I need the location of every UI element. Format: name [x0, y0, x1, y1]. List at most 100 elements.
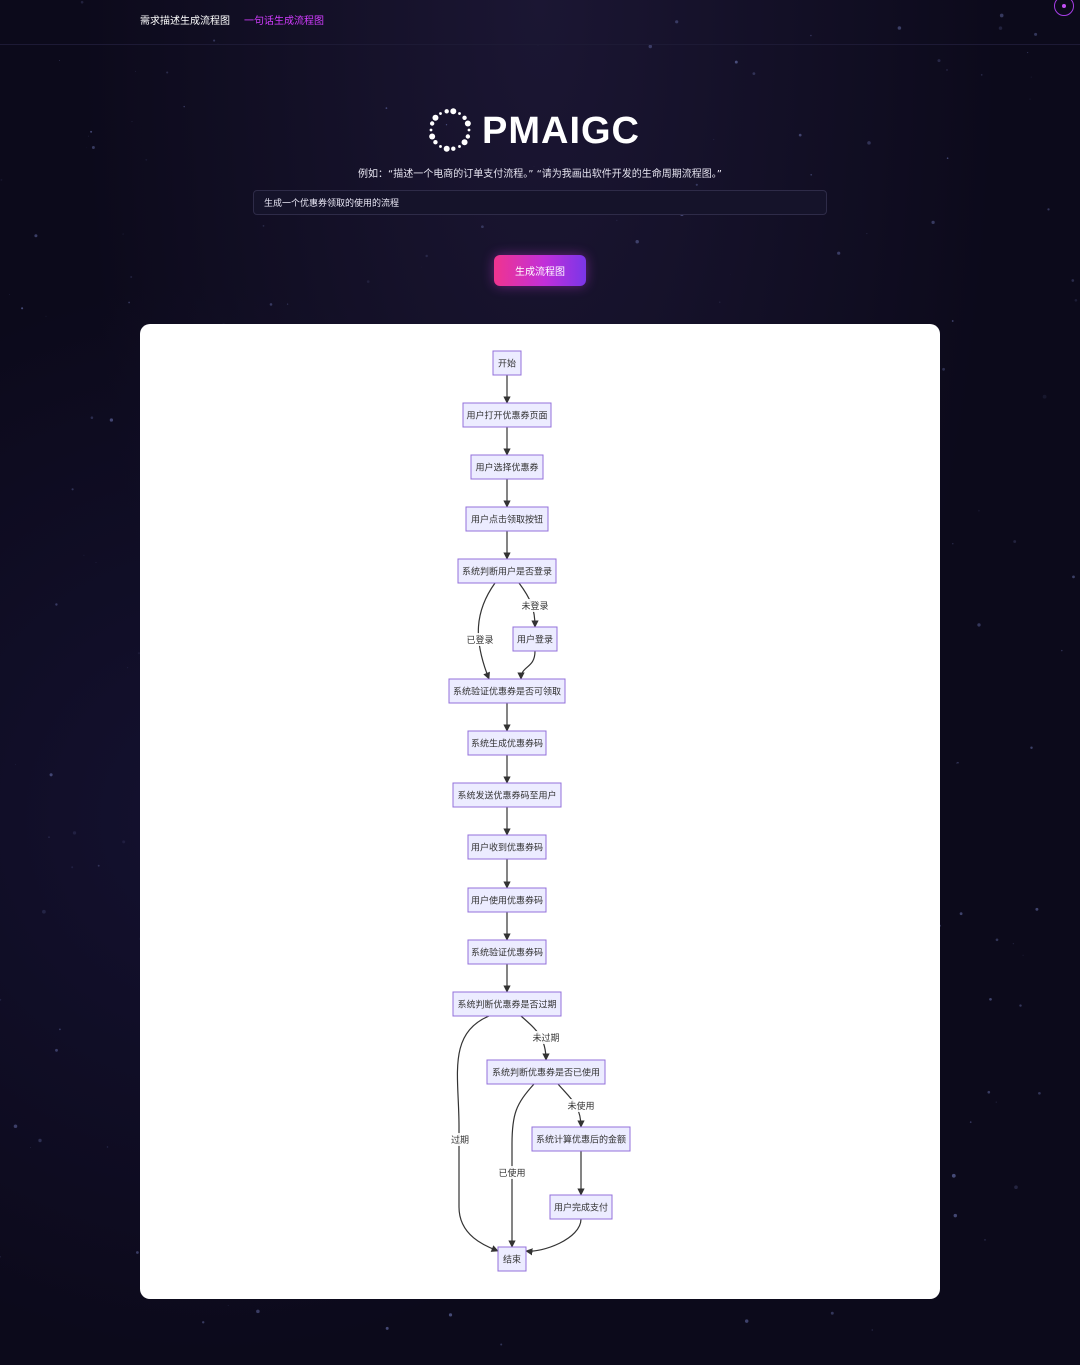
- star: [1038, 1091, 1041, 1095]
- tab-requirement-to-flowchart[interactable]: 需求描述生成流程图: [140, 16, 230, 27]
- star: [946, 69, 948, 71]
- flow-node-box: [467, 939, 547, 965]
- logo-dot: [462, 115, 467, 120]
- star: [71, 866, 74, 869]
- flow-node-verifyClaim[interactable]: 系统验证优惠券是否可领取: [448, 678, 566, 704]
- user-circle-icon[interactable]: [1054, 0, 1074, 16]
- flow-node-login[interactable]: 用户登录: [512, 626, 558, 652]
- prompt-input[interactable]: [253, 190, 827, 215]
- star: [49, 773, 53, 777]
- star: [995, 938, 999, 942]
- star: [42, 909, 46, 914]
- flow-node-checkLogin[interactable]: 系统判断用户是否登录: [457, 558, 557, 584]
- flow-node-label: 用户点击领取按钮: [471, 514, 543, 526]
- star: [744, 1319, 749, 1323]
- flowchart-canvas: 已登录未登录过期未过期已使用未使用 开始用户打开优惠券页面用户选择优惠券用户点击…: [140, 324, 940, 1299]
- flow-node-box: [549, 1194, 613, 1220]
- flow-node-start[interactable]: 开始: [492, 350, 522, 376]
- star: [137, 652, 141, 655]
- edge-label-bg: [530, 1031, 562, 1044]
- star: [227, 1305, 229, 1307]
- star: [957, 761, 959, 764]
- star: [72, 831, 77, 835]
- star: [810, 34, 812, 37]
- logo-dot: [465, 134, 471, 139]
- flow-node-receive[interactable]: 用户收到优惠券码: [467, 834, 547, 860]
- flow-node-use[interactable]: 用户使用优惠券码: [467, 887, 547, 913]
- star: [131, 121, 133, 123]
- star: [262, 225, 265, 227]
- star: [931, 220, 935, 225]
- star: [648, 44, 653, 49]
- edge-label: 未登录: [521, 600, 548, 612]
- generate-flowchart-button[interactable]: 生成流程图: [494, 255, 586, 286]
- star: [1013, 540, 1017, 543]
- flow-node-box: [531, 1126, 631, 1152]
- star: [425, 254, 428, 258]
- star: [421, 266, 422, 268]
- star: [998, 26, 1003, 30]
- star: [871, 1329, 873, 1331]
- flow-node-box: [467, 887, 547, 913]
- star: [122, 233, 124, 235]
- star: [1047, 208, 1050, 211]
- star: [83, 554, 85, 556]
- star: [951, 1173, 956, 1178]
- flow-node-label: 用户收到优惠券码: [471, 842, 543, 854]
- flow-node-checkUsed[interactable]: 系统判断优惠券是否已使用: [486, 1059, 606, 1085]
- flow-node-box: [492, 350, 522, 376]
- flow-node-verifyCode[interactable]: 系统验证优惠券码: [467, 939, 547, 965]
- flow-node-checkExpire[interactable]: 系统判断优惠券是否过期: [452, 991, 562, 1017]
- star: [0, 998, 2, 1001]
- star: [810, 173, 813, 176]
- star: [718, 301, 721, 304]
- star: [15, 764, 16, 765]
- star: [45, 315, 47, 318]
- flow-node-open[interactable]: 用户打开优惠券页面: [462, 402, 552, 428]
- star: [256, 1309, 260, 1314]
- star: [999, 13, 1004, 18]
- flow-node-end[interactable]: 结束: [497, 1246, 527, 1272]
- star: [1074, 298, 1078, 302]
- star: [80, 0, 84, 4]
- flow-node-click[interactable]: 用户点击领取按钮: [465, 506, 549, 532]
- flow-node-select[interactable]: 用户选择优惠券: [470, 454, 544, 480]
- edge-label-bg: [449, 1133, 471, 1146]
- star: [445, 124, 448, 126]
- star: [97, 864, 100, 867]
- tab-one-sentence-flowchart[interactable]: 一句话生成流程图: [244, 16, 324, 27]
- star: [59, 1028, 61, 1031]
- star: [937, 59, 941, 63]
- star: [959, 912, 963, 916]
- star: [95, 561, 97, 563]
- flow-edge-checkUsed-end: [508, 1083, 535, 1248]
- star: [1019, 1004, 1022, 1007]
- flow-node-calc[interactable]: 系统计算优惠后的金额: [531, 1126, 631, 1152]
- logo-dot: [458, 112, 461, 115]
- star: [58, 60, 60, 62]
- star: [183, 105, 185, 108]
- star: [38, 1138, 42, 1143]
- star: [952, 543, 954, 545]
- flow-node-label: 用户使用优惠券码: [471, 895, 543, 907]
- star: [830, 1311, 834, 1315]
- star: [798, 133, 802, 137]
- star: [984, 1239, 986, 1241]
- star: [616, 219, 618, 222]
- star: [55, 1048, 58, 1052]
- flow-node-genCode[interactable]: 系统生成优惠券码: [467, 730, 547, 756]
- edge-label: 未过期: [532, 1032, 559, 1044]
- example-hint: 例如：“描述一个电商的订单支付流程。” “请为我画出软件开发的生命周期流程图。”: [358, 169, 722, 180]
- star: [21, 307, 24, 310]
- flow-node-pay[interactable]: 用户完成支付: [549, 1194, 613, 1220]
- star: [713, 138, 715, 140]
- flow-node-box: [448, 678, 566, 704]
- flow-node-sendCode[interactable]: 系统发送优惠券码至用户: [452, 782, 562, 808]
- star: [951, 320, 954, 322]
- logo-dot: [433, 140, 438, 145]
- flow-node-label: 系统验证优惠券是否可领取: [453, 686, 561, 698]
- star: [1012, 943, 1014, 945]
- star: [90, 416, 94, 419]
- star: [1022, 954, 1024, 956]
